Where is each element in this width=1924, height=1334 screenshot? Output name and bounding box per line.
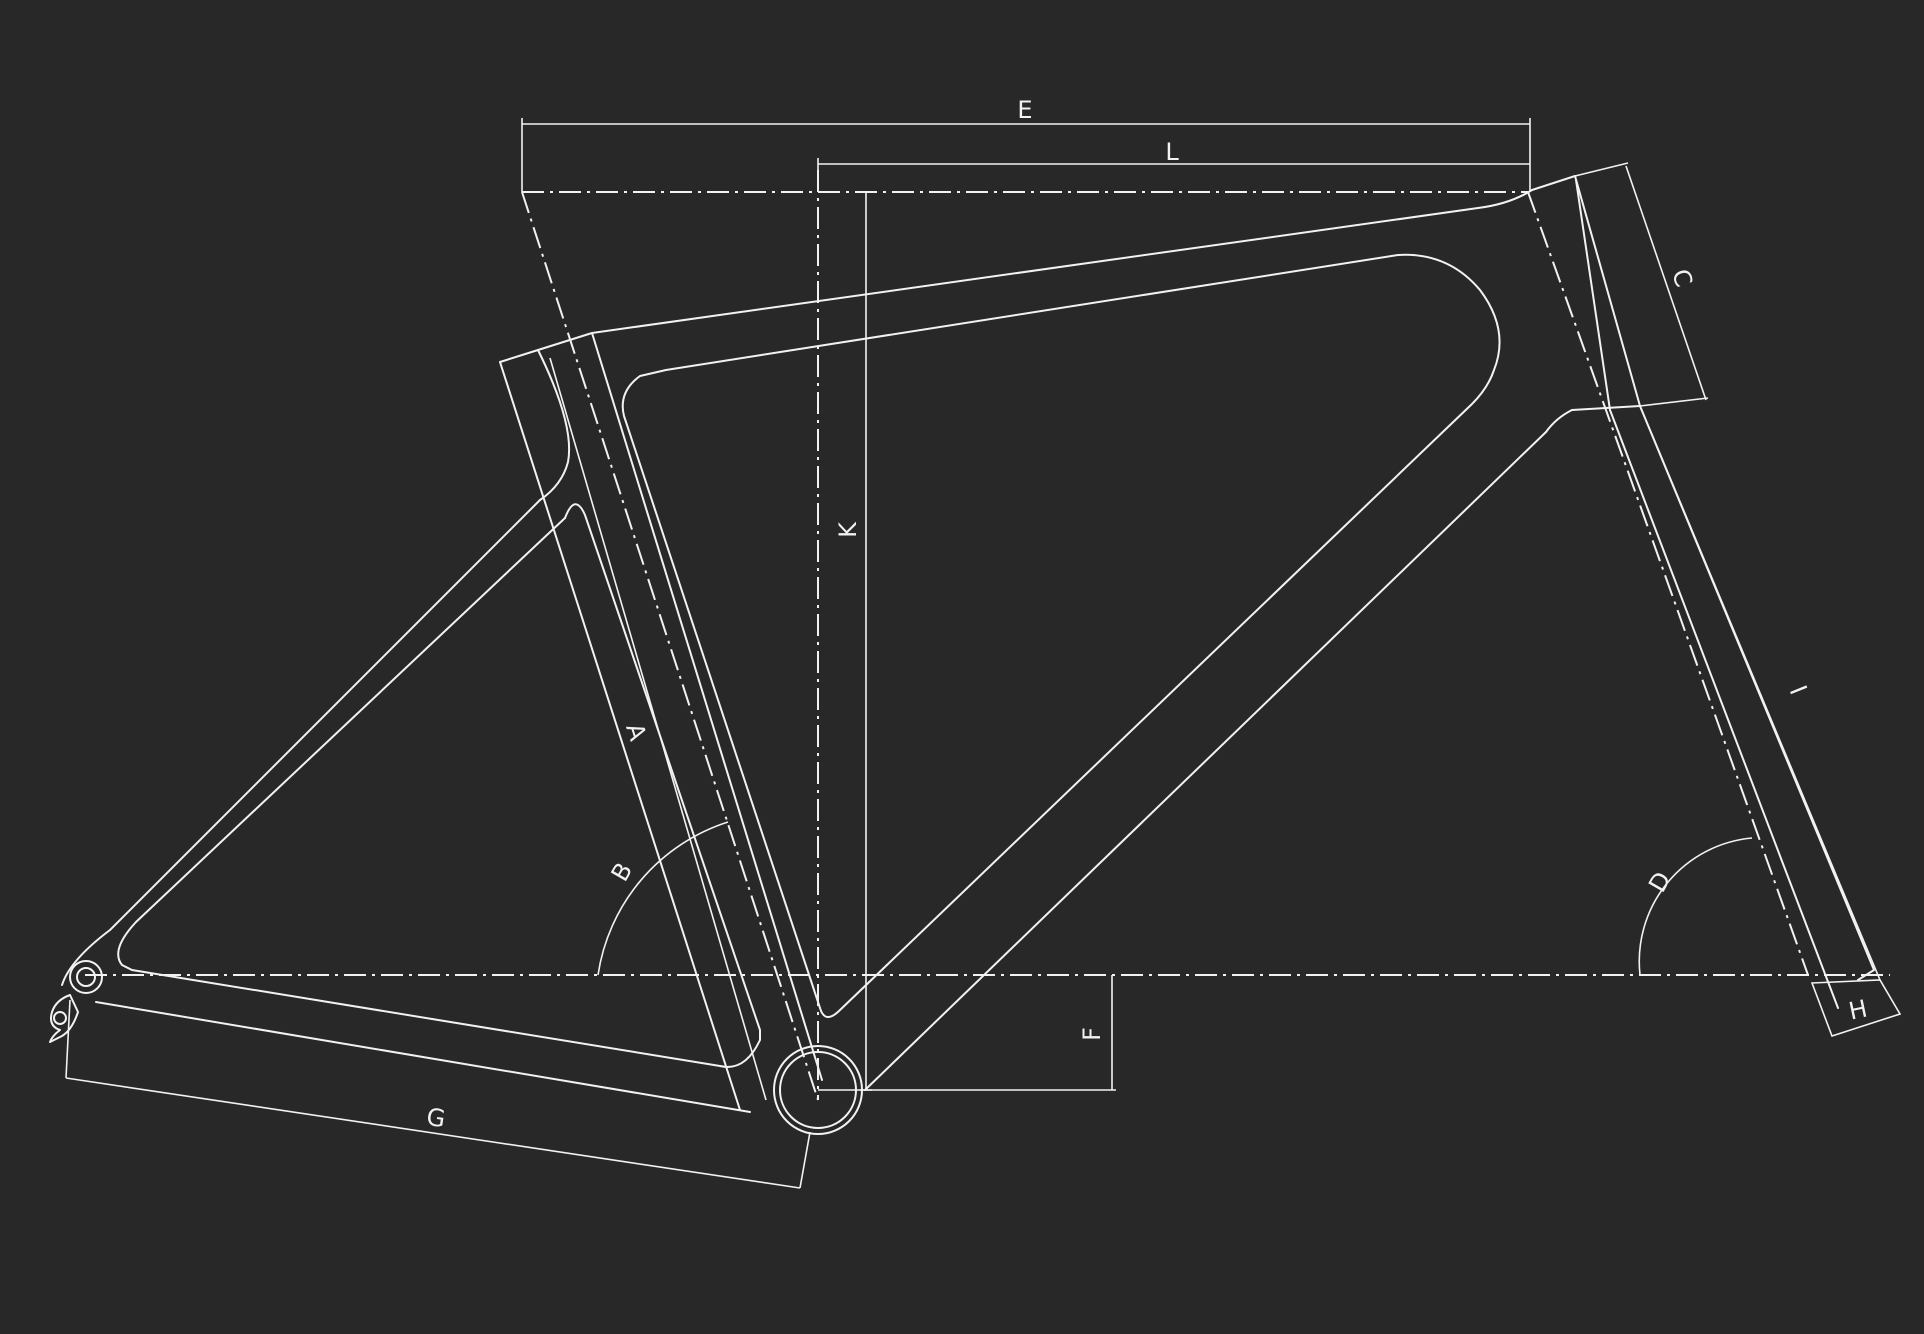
down-tube-upper-edge [864,431,1547,1091]
seat-tube-top-cap [499,349,539,363]
dim-h-box [1810,979,1902,1037]
seat-tube-right-edge [591,332,823,1081]
label-e: E [1017,96,1032,124]
dim-d-angle-arc [1638,837,1753,976]
dim-g-right-ext [799,1131,811,1189]
label-k: K [834,521,862,538]
head-tube-centerline [1527,191,1809,976]
seat-tube-left-edge [499,361,741,1111]
rear-triangle-inner-edge [131,503,761,1068]
front-triangle-window [621,253,1501,1018]
rear-axle-outer-ring [69,960,103,994]
dim-b-angle-arc [597,821,729,976]
top-tube-upper-edge [537,189,1533,351]
hanger-bolt-hole [53,1011,67,1025]
dimension-labels: E L K C A B D I H F G [425,96,1870,1133]
dim-c-bottom-ext [1639,397,1709,407]
top-tube-lower-edge [1545,409,1573,433]
label-l: L [1165,138,1179,166]
dim-g-left-ext [65,999,71,1079]
chain-stay-outer-edge [95,1001,751,1113]
down-tube-head-junction [1571,405,1641,411]
fork-leg-front [1609,409,1839,1009]
rear-axle-inner-ring [76,967,96,987]
dim-g-line [65,1077,801,1189]
seat-cluster-inner-edge [537,349,571,501]
seat-tube-centerline [521,191,819,1101]
dim-a-line [549,357,767,1101]
label-g: G [425,1103,447,1133]
dimension-lines [65,118,1902,1189]
label-h: H [1846,994,1869,1025]
dim-c-line [1625,165,1707,401]
dim-i-line [1639,405,1881,981]
seat-stay-inner-edge [117,517,566,971]
label-f: F [1078,1027,1106,1041]
head-tube-rear-edge [1575,179,1611,411]
centerlines [85,170,1890,1101]
seat-stay-outer-edge [61,499,541,986]
dim-c-top-ext [1574,162,1629,177]
